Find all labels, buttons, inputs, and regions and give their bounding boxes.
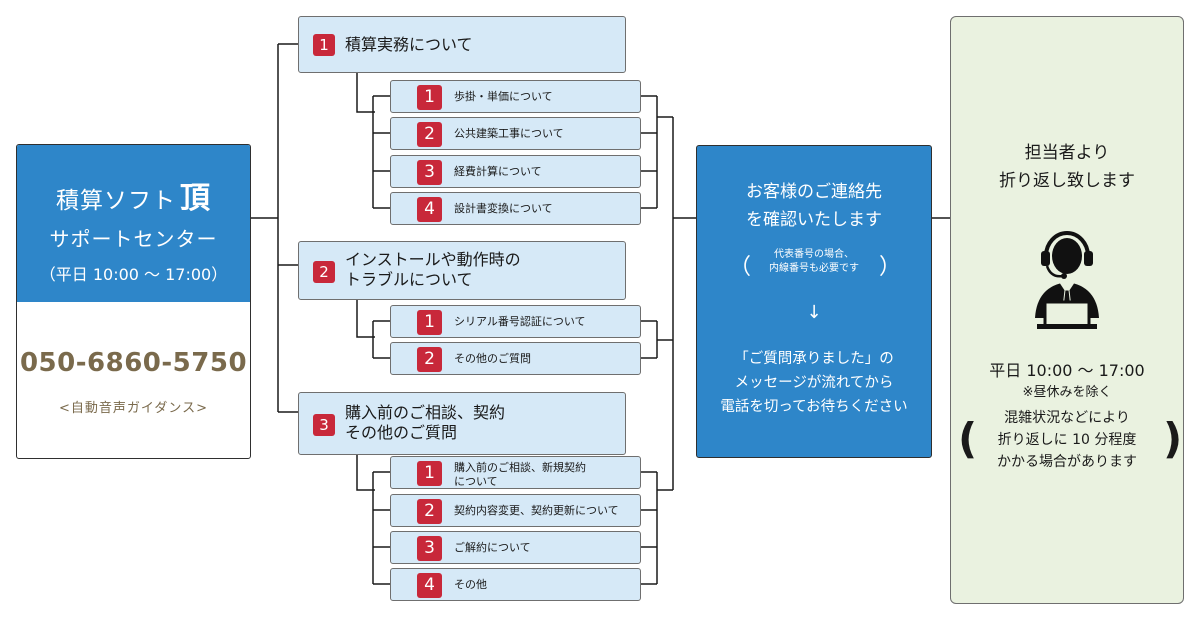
hangup-instruction-line: 「ご質問承りました」の (734, 351, 894, 367)
hangup-instruction: 「ご質問承りました」の メッセージが流れてから 電話を切ってお待ちください (697, 347, 931, 419)
operator-headset-icon (1035, 231, 1099, 329)
option-3-3[interactable]: 3 ご解約について (390, 531, 641, 564)
category-label: インストールや動作時の トラブルについて (345, 250, 521, 290)
option-2-1[interactable]: 1 シリアル番号認証について (390, 305, 641, 338)
option-label: その他のご質問 (454, 352, 531, 365)
support-center-subtitle: サポートセンター (49, 227, 218, 251)
callback-heading-line: 担当者より (1024, 143, 1110, 163)
category-label-line: 購入前のご相談、契約 (345, 403, 506, 422)
down-arrow-icon: ↓ (806, 302, 822, 323)
category-label: 購入前のご相談、契約 その他のご質問 (345, 403, 505, 443)
note-close-paren: ） (879, 255, 902, 280)
option-3-1[interactable]: 1 購入前のご相談、新規契約 について (390, 456, 641, 489)
option-number-badge: 4 (417, 573, 442, 598)
category-number-badge: 3 (313, 414, 335, 436)
option-1-4[interactable]: 4 設計書変換について (390, 192, 641, 225)
option-label: 歩掛・単価について (454, 90, 553, 103)
support-center-header: 積算ソフト頂 サポートセンター （平日 10:00 ～ 17:00） (17, 145, 250, 302)
category-number-badge: 1 (313, 34, 335, 56)
note-open-paren: （ (729, 255, 752, 280)
support-center-card: 積算ソフト頂 サポートセンター （平日 10:00 ～ 17:00） 050-6… (16, 144, 251, 459)
extension-note-line: 代表番号の場合、 (774, 249, 854, 260)
option-number-badge: 3 (417, 160, 442, 185)
callback-delay-line: かかる場合があります (997, 454, 1137, 470)
option-3-2[interactable]: 2 契約内容変更、契約更新について (390, 494, 641, 527)
option-number-badge: 2 (417, 499, 442, 524)
option-number-badge: 2 (417, 347, 442, 372)
option-3-4[interactable]: 4 その他 (390, 568, 641, 601)
hangup-instruction-line: メッセージが流れてから (734, 375, 894, 391)
callback-delay-note: 混雑状況などにより 折り返しに 10 分程度 かかる場合があります (951, 407, 1183, 473)
option-label: 公共建築工事について (454, 127, 564, 140)
option-label: ご解約について (454, 541, 531, 554)
confirm-heading-line: お客様のご連絡先 (746, 182, 882, 202)
confirm-heading: お客様のご連絡先 を確認いたします (697, 178, 931, 234)
callback-panel: 担当者より 折り返し致します 平日 10:00 ～ 17:00 ※昼休みを除く … (950, 16, 1184, 604)
option-label: 設計書変換について (454, 202, 553, 215)
option-number-badge: 4 (417, 197, 442, 222)
option-number-badge: 1 (417, 310, 442, 335)
option-2-2[interactable]: 2 その他のご質問 (390, 342, 641, 375)
support-hours: （平日 10:00 ～ 17:00） (39, 265, 228, 284)
callback-note-close-paren: ) (1163, 414, 1183, 463)
callback-heading-line: 折り返し致します (999, 171, 1135, 191)
option-number-badge: 2 (417, 122, 442, 147)
option-number-badge: 3 (417, 536, 442, 561)
lunch-break-note: ※昼休みを除く (1022, 385, 1112, 400)
confirm-heading-line: を確認いたします (746, 210, 882, 230)
option-label: 購入前のご相談、新規契約 について (454, 461, 586, 489)
category-1[interactable]: 1 積算実務について (298, 16, 626, 73)
option-1-3[interactable]: 3 経費計算について (390, 155, 641, 188)
category-label: 積算実務について (345, 35, 473, 54)
option-1-1[interactable]: 1 歩掛・単価について (390, 80, 641, 113)
callback-note-open-paren: ( (958, 414, 978, 463)
category-2[interactable]: 2 インストールや動作時の トラブルについて (298, 241, 626, 300)
callback-delay-line: 折り返しに 10 分程度 (997, 432, 1137, 448)
option-label: シリアル番号認証について (454, 315, 586, 328)
option-label: 経費計算について (454, 165, 542, 178)
brand-char: 頂 (180, 181, 211, 216)
option-label-line: について (454, 475, 498, 488)
extension-note: 代表番号の場合、 内線番号も必要です (697, 248, 931, 276)
callback-heading: 担当者より 折り返し致します (951, 139, 1183, 195)
option-1-2[interactable]: 2 公共建築工事について (390, 117, 641, 150)
category-label-line: トラブルについて (345, 270, 473, 289)
voice-guidance-label: <自動音声ガイダンス> (58, 401, 208, 416)
option-label: 契約内容変更、契約更新について (454, 504, 619, 517)
category-3[interactable]: 3 購入前のご相談、契約 その他のご質問 (298, 392, 626, 455)
software-name: 積算ソフト (56, 188, 176, 214)
option-label: その他 (454, 578, 487, 591)
category-label-line: その他のご質問 (345, 423, 458, 442)
callback-hours: 平日 10:00 ～ 17:00 (989, 361, 1145, 380)
callback-delay-line: 混雑状況などにより (1004, 410, 1130, 426)
category-number-badge: 2 (313, 261, 335, 283)
option-label-line: 購入前のご相談、新規契約 (454, 461, 586, 474)
extension-note-line: 内線番号も必要です (769, 263, 859, 274)
category-label-line: インストールや動作時の (345, 250, 521, 269)
confirm-contact-box: お客様のご連絡先 を確認いたします （ 代表番号の場合、 内線番号も必要です ）… (696, 145, 932, 458)
option-number-badge: 1 (417, 461, 442, 486)
hangup-instruction-line: 電話を切ってお待ちください (720, 399, 908, 415)
phone-number[interactable]: 050-6860-5750 (19, 348, 248, 378)
support-center-title: 積算ソフト頂 (17, 173, 250, 217)
option-number-badge: 1 (417, 85, 442, 110)
